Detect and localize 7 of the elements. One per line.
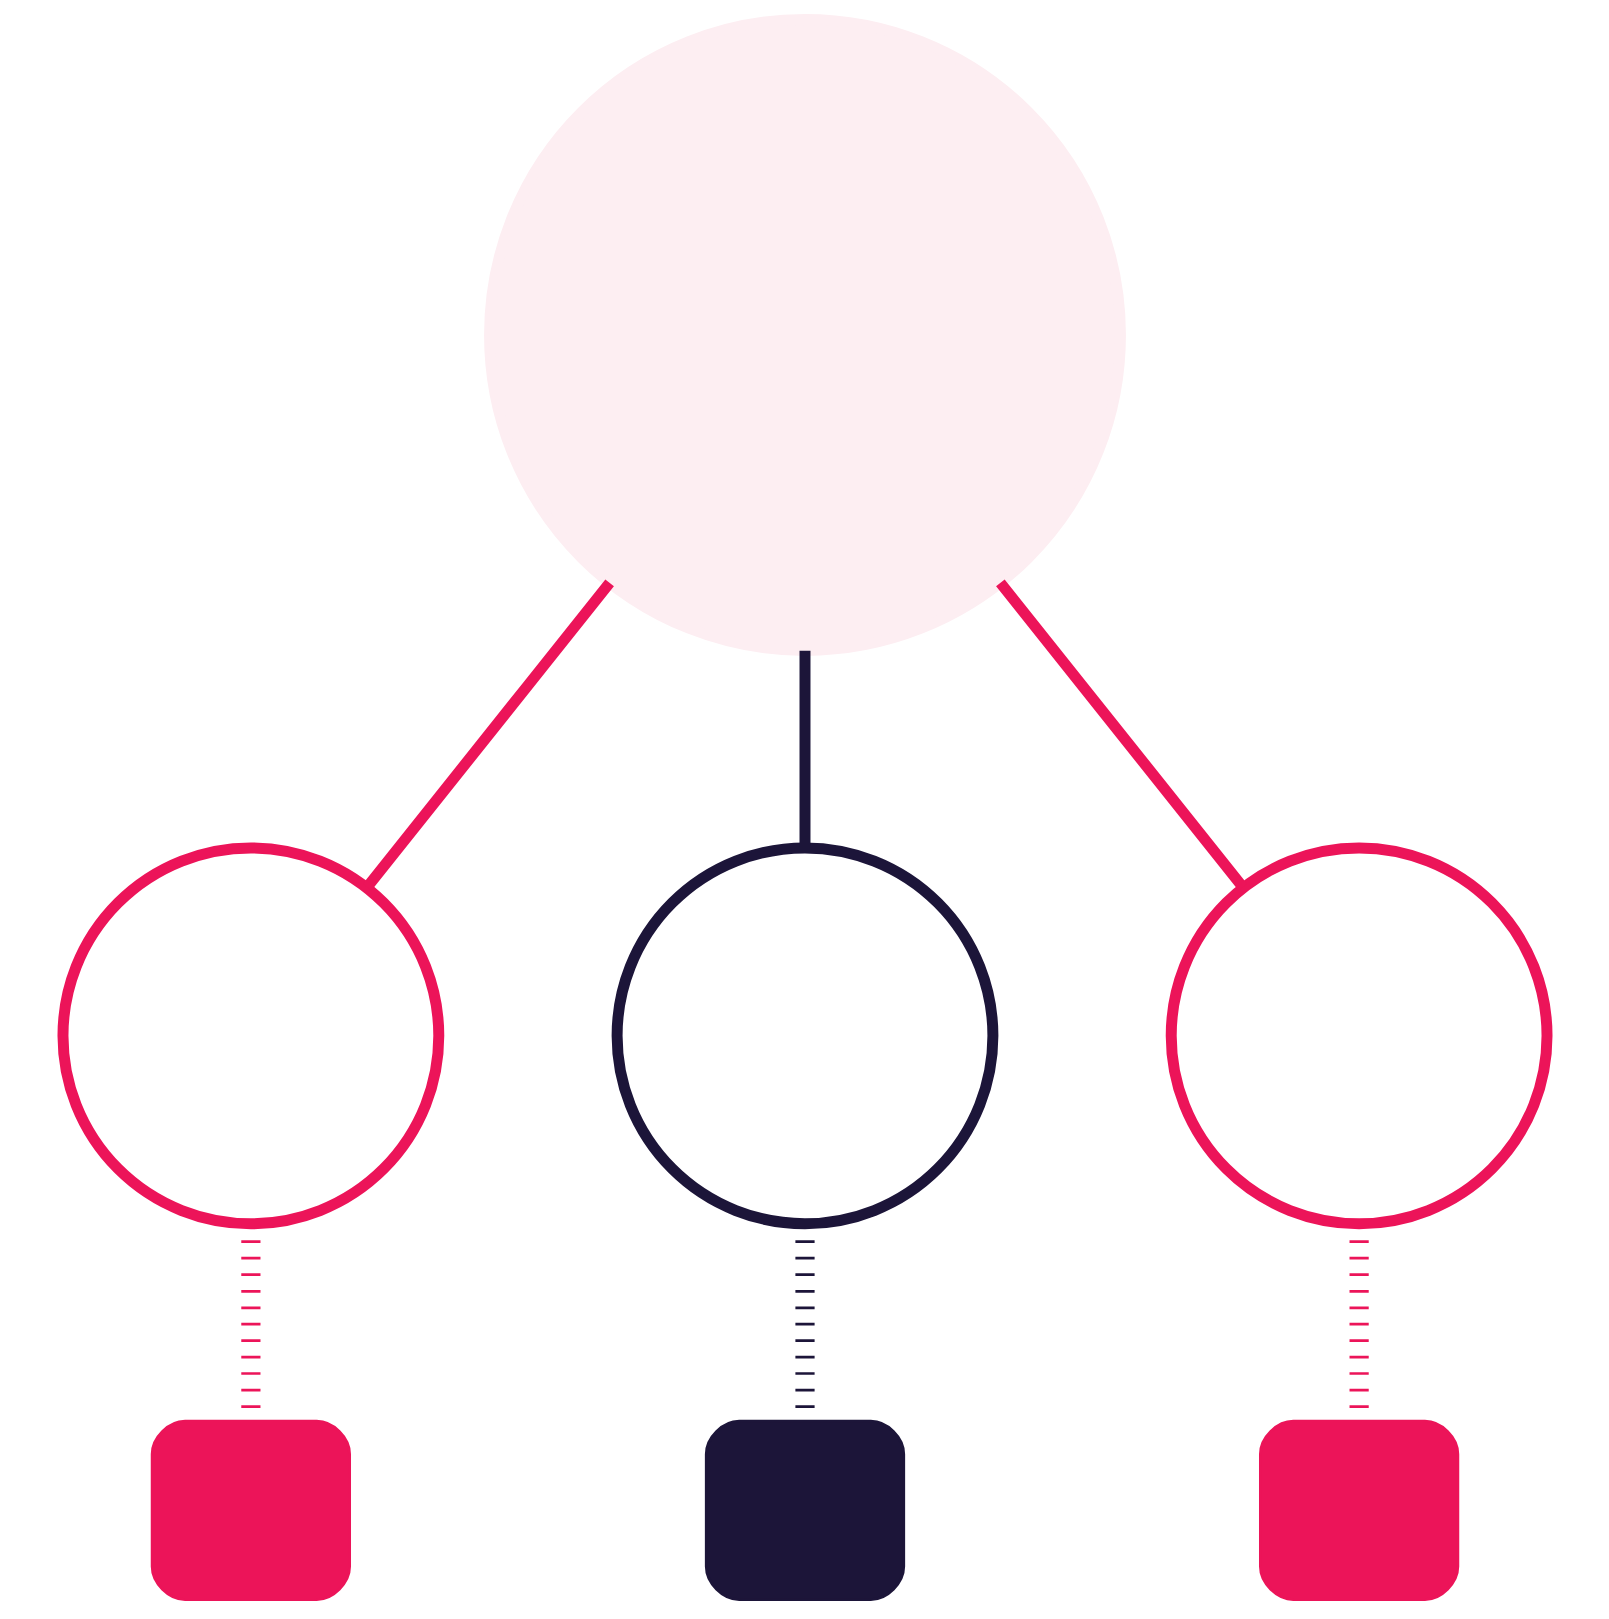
node-person — [150, 1419, 351, 1601]
node-circle — [57, 842, 444, 1230]
node-circle — [611, 842, 998, 1230]
node-person — [1258, 1419, 1459, 1601]
node-circle — [483, 14, 1126, 656]
node-circle — [1165, 842, 1552, 1230]
node-person — [704, 1419, 905, 1601]
